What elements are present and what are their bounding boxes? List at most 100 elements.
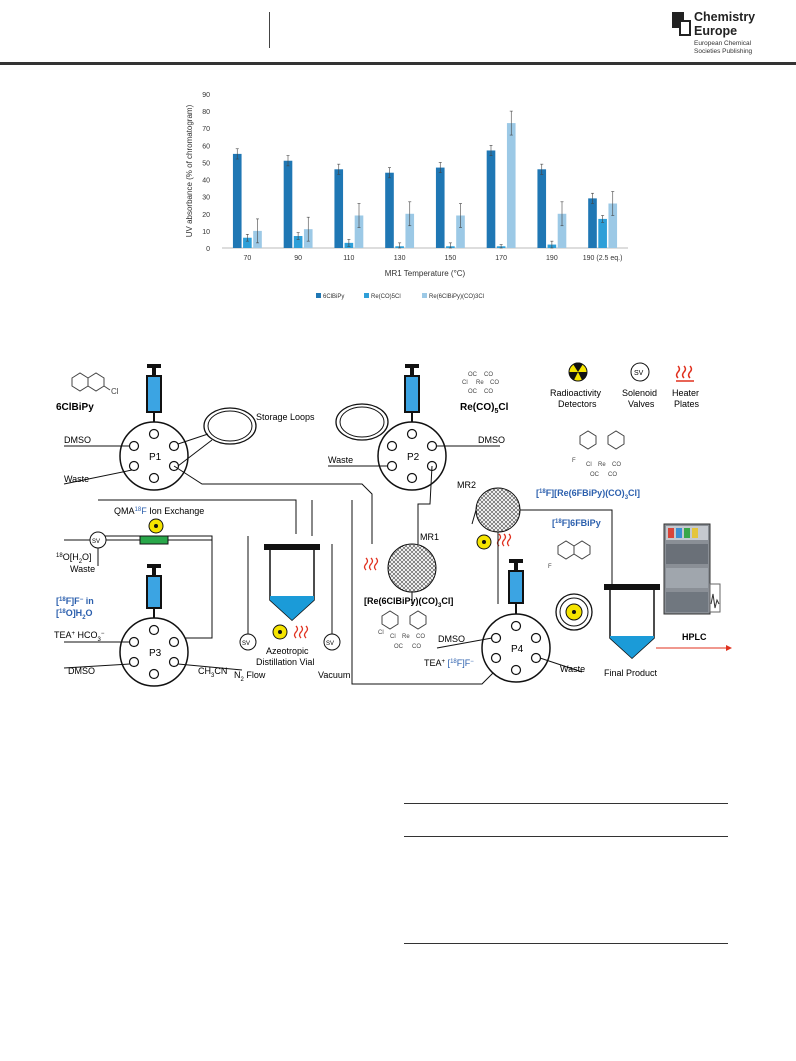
label-heater: Heater (672, 388, 699, 398)
label-waste-p2: Waste (328, 455, 353, 465)
syringe-p3-icon (146, 564, 162, 620)
legend-label: Re(CO)5Cl (371, 294, 401, 300)
bar (385, 172, 394, 248)
bar (557, 213, 567, 248)
label-valves: Valves (628, 399, 655, 409)
qma-cartridge (139, 535, 169, 545)
valve-p1 (119, 421, 189, 491)
product-liquid (610, 636, 654, 658)
label-6fbipy: [18F]6FBiPy (552, 518, 601, 528)
label-storage-loops: Storage Loops (256, 412, 315, 422)
y-tick-label: 40 (202, 178, 210, 185)
x-tick-label: 190 (2.5 eq.) (583, 255, 623, 262)
y-tick-label: 20 (202, 212, 210, 219)
label-detectors: Detectors (558, 399, 597, 409)
label-p3: P3 (149, 648, 162, 659)
table-rule-mid (404, 836, 728, 837)
bar (405, 213, 415, 248)
label-p2: P2 (407, 452, 420, 463)
bar (588, 198, 597, 248)
radioactivity-detector-mr2-icon (476, 534, 492, 550)
label-final-product: Final Product (604, 668, 658, 678)
bar (293, 236, 303, 248)
label-dmso-p4: DMSO (438, 634, 465, 644)
table-rule-top (404, 803, 728, 804)
label-mr2: MR2 (457, 480, 476, 490)
table-rule-bottom (404, 943, 728, 944)
x-axis-label: MR1 Temperature (°C) (385, 269, 466, 278)
bar (608, 203, 618, 248)
radioactivity-detector-qma-icon (148, 518, 164, 534)
syringe-p2-icon (404, 364, 420, 426)
logo-line-2: Europe (694, 24, 738, 38)
label-mr1: MR1 (420, 532, 439, 542)
label-f18-in: [18F]F− in (56, 596, 94, 606)
valve-p2 (377, 421, 447, 491)
valve-p4 (481, 613, 551, 683)
header-divider (269, 12, 270, 48)
bar (537, 169, 547, 248)
logo-line-3: European Chemical (694, 40, 752, 47)
label-radioactivity: Radioactivity (550, 388, 602, 398)
chem-co-7: CO (412, 644, 421, 650)
label-azeotropic: Azeotropic (266, 646, 309, 656)
storage-loop-1-icon (177, 407, 257, 467)
chem-re-2: Re (598, 462, 606, 468)
heater-mr1-icon (363, 557, 379, 571)
chem-cl-1: Cl (462, 380, 468, 386)
label-sv-legend: SV (634, 370, 644, 377)
microreactor-mr2 (475, 487, 521, 533)
label-tea-f: TEA+ [18F]F− (424, 658, 474, 668)
fluoro-rhenium-complex-icon (579, 430, 625, 450)
chem-re-3: Re (402, 634, 410, 640)
chem-oc-3: OC (590, 472, 600, 478)
hplc-instrument-icon (663, 523, 721, 615)
y-tick-label: 80 (202, 109, 210, 116)
heater-mr2-icon (496, 533, 512, 547)
valve-p3 (119, 617, 189, 687)
chem-oc-2: OC (468, 389, 478, 395)
y-tick-label: 30 (202, 195, 210, 202)
logo-line-1: Chemistry (694, 10, 756, 24)
radioactivity-detector-loop-icon (565, 603, 583, 621)
heater-vial-icon (293, 625, 309, 639)
radioactivity-detector-vial-icon (272, 624, 288, 640)
label-hplc: HPLC (682, 632, 707, 642)
bipyridine-structure-icon (71, 372, 111, 392)
syringe-p1-icon (146, 364, 162, 426)
chloro-rhenium-complex-icon (381, 610, 427, 630)
legend-swatch (422, 293, 427, 298)
label-sv-1: SV (92, 539, 100, 545)
label-tea-hco3: TEA+ HCO3− (54, 630, 105, 643)
label-sv-n2: SV (242, 641, 250, 647)
label-distillation-vial: Distillation Vial (256, 657, 314, 667)
bar (456, 215, 465, 248)
chem-co-3: CO (484, 389, 493, 395)
x-tick-label: 150 (445, 255, 457, 262)
chem-co-2: CO (490, 380, 499, 386)
chem-cl-2: Cl (586, 462, 592, 468)
chloro-label: Cl (111, 387, 119, 396)
legend-label: 6ClBiPy (323, 294, 344, 300)
microreactor-mr1 (387, 543, 437, 593)
bar (334, 169, 344, 248)
label-waste-qma: Waste (70, 564, 95, 574)
y-axis-label: UV absorbance (% of chromatogram) (185, 104, 194, 237)
label-n2-flow: N2 Flow (234, 670, 266, 683)
publisher-logo: Chemistry Europe European Chemical Socie… (672, 10, 782, 56)
x-tick-label: 70 (243, 255, 251, 262)
legend-swatch (364, 293, 369, 298)
legend-swatch (316, 293, 321, 298)
syringe-p4-icon (508, 559, 524, 614)
label-plates: Plates (674, 399, 700, 409)
heater-plate-legend-icon (675, 365, 694, 382)
storage-loop-4-icon (555, 593, 593, 631)
y-tick-label: 0 (206, 246, 210, 253)
x-tick-label: 190 (546, 255, 558, 262)
y-tick-label: 60 (202, 143, 210, 150)
chem-cl-3: Cl (378, 630, 384, 636)
bar (354, 215, 364, 248)
x-tick-label: 170 (495, 255, 507, 262)
